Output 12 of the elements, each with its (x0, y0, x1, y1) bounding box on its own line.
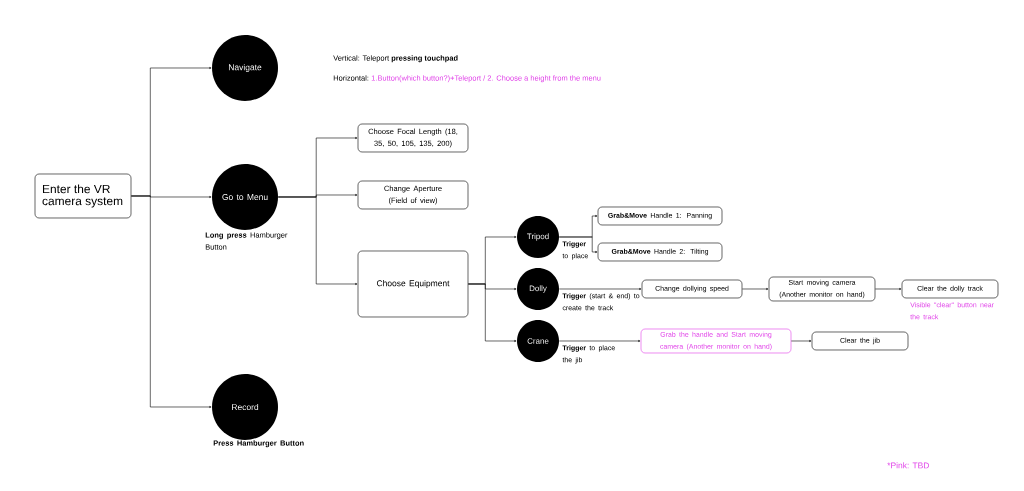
arrow (875, 288, 902, 290)
arrow (558, 288, 642, 290)
arrow (131, 195, 212, 408)
note-text: *Pink: TBD (887, 462, 929, 469)
arrow (791, 340, 812, 342)
arrow (558, 236, 598, 253)
arrow (468, 283, 517, 342)
arrow (742, 288, 769, 290)
step-box: Choose Equipment (357, 250, 469, 318)
step-box: Enter the VR camera system (34, 173, 132, 219)
arrow (277, 196, 358, 285)
arrow (558, 340, 641, 342)
